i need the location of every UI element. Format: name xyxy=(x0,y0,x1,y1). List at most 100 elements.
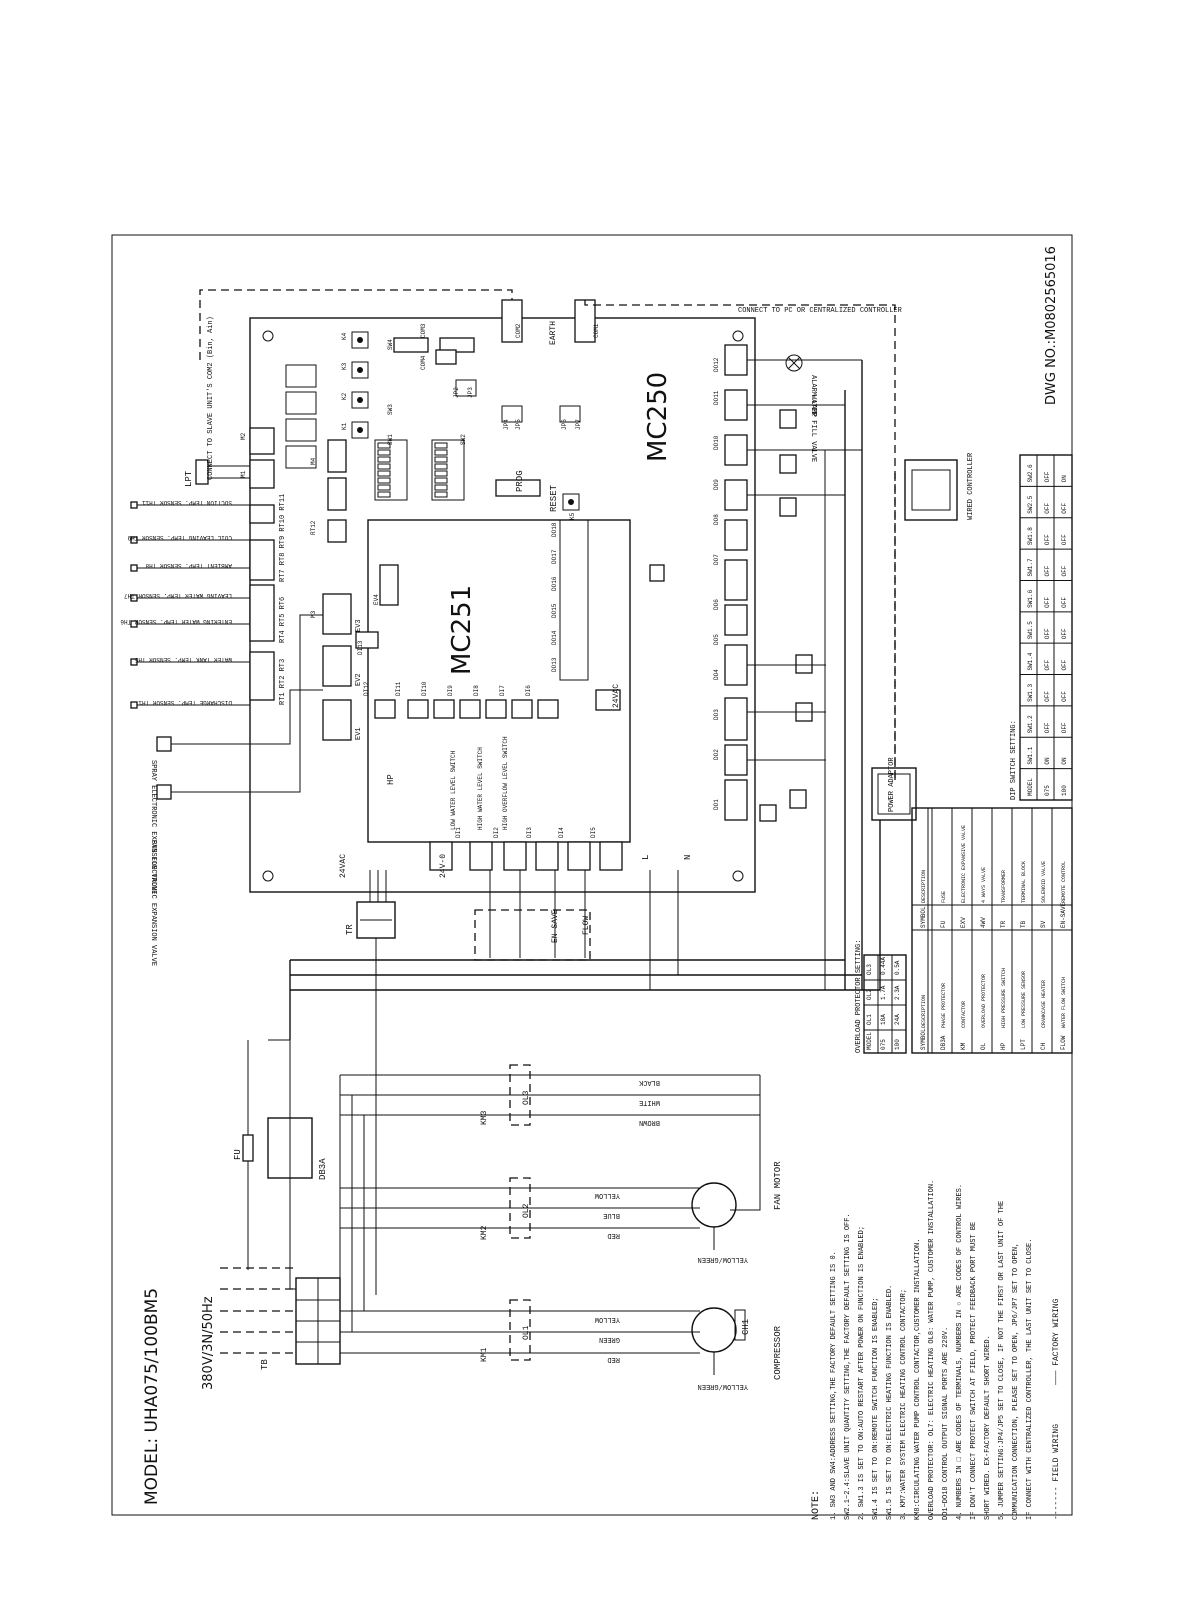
overload-cell: 0.44A xyxy=(880,957,887,975)
ev1-label: EV1 xyxy=(355,727,363,740)
dip-cell: OFF xyxy=(1044,565,1051,576)
dip-cell: OFF xyxy=(1061,722,1068,733)
overload-cell: 1.7A xyxy=(880,985,887,1000)
wire-color-km3-2: WHITE xyxy=(639,1098,660,1106)
dip-cell: SW1.6 xyxy=(1027,589,1034,607)
wire-color-km1-3: RED xyxy=(607,1355,620,1363)
overload-cell: MODEL xyxy=(866,1032,873,1050)
overload-table xyxy=(863,954,907,1054)
legend-factory: ——— FACTORY WIRING xyxy=(1052,1298,1061,1386)
24v0-label: 24V-0 xyxy=(439,854,448,878)
dip-cell: OFF xyxy=(1044,471,1051,482)
compressor xyxy=(691,1307,746,1375)
24vac-label: 24VAC xyxy=(339,854,348,878)
symbol-desc-cell: DESCRIPTION xyxy=(921,870,927,903)
note-line: 5. JUMPER SETTING:JP4/JP5 SET TO CLOSE, … xyxy=(998,1201,1006,1520)
contactor-km2 xyxy=(340,1177,700,1239)
exv-symbols xyxy=(156,614,323,800)
do-label: DO12 xyxy=(713,357,720,372)
symbol-desc-cell: OVERLOAD PROTECTOR xyxy=(981,974,987,1028)
wire-color-km3-3: BROWN xyxy=(639,1118,660,1126)
dip-cell: OFF xyxy=(1061,503,1068,514)
connector-label: SW3 xyxy=(387,404,394,415)
note-line: SHORT WIRED. EX-FACTORY DEFAULT SHORT WI… xyxy=(984,1335,992,1520)
compressor-label: COMPRESSOR xyxy=(773,1325,783,1380)
wired-controller-label: WIRED CONTROLLER xyxy=(967,452,975,520)
connector-label: K5 xyxy=(569,512,576,520)
ol2-label: OL2 xyxy=(522,1203,531,1218)
transformer xyxy=(356,870,396,1295)
l-terminal-label: L xyxy=(641,855,651,860)
prog-label: PROG xyxy=(515,470,525,492)
dip-table xyxy=(1019,454,1073,801)
di-label: DI4 xyxy=(558,827,565,838)
water-fill-valve-label: WATER FILL VALVE xyxy=(809,395,817,462)
legend-field: ------- FIELD WIRING xyxy=(1052,1424,1061,1520)
connector-label: COM3 xyxy=(420,323,427,338)
connector-label: COM2 xyxy=(515,323,522,338)
symbol-desc-cell: ELECTRONIC EXPANSIVE VALVE xyxy=(961,825,967,903)
communication-lines xyxy=(199,289,896,780)
mounting-hole xyxy=(262,330,274,342)
dip-cell: SW2.5 xyxy=(1027,495,1034,513)
hp-label: HP xyxy=(386,774,396,785)
dip-cell: ON xyxy=(1061,475,1068,483)
notes-title: NOTE: xyxy=(811,1490,822,1520)
dwg-number: DWG NO.:M0802565016 xyxy=(1044,246,1059,405)
do-label: DO11 xyxy=(713,390,720,405)
dip-cell: SW1.4 xyxy=(1027,652,1034,670)
do-label: DO6 xyxy=(713,599,720,610)
wire-color-km2-1: YELLOW xyxy=(594,1191,620,1199)
alarm-lamp-symbol xyxy=(785,354,803,372)
dip-cell: MODEL xyxy=(1027,778,1034,796)
do-sub-label: DO18 xyxy=(551,522,558,537)
sensor-label: DISCHARGE TEMP. SENSOR TH1 xyxy=(138,699,232,706)
dip-cell: SW1.1 xyxy=(1027,746,1034,764)
overload-cell: 100 xyxy=(894,1039,901,1050)
do-label: DO7 xyxy=(713,554,720,565)
high-water-level-label: HIGH WATER LEVEL SWITCH xyxy=(477,747,484,830)
low-water-level-label: LOW WATER LEVEL SWITCH xyxy=(450,750,457,830)
model-title: MODEL: UHA075/100BM5 xyxy=(142,1288,162,1505)
connector-label: JP7 xyxy=(575,419,582,430)
fuse xyxy=(242,1040,254,1270)
note-line: SW1.4 IS SET TO ON:REMOTE SWITCH FUNCTIO… xyxy=(872,1297,880,1520)
wire-color-km3-1: BLACK xyxy=(638,1078,660,1086)
dip-cell: 100 xyxy=(1061,785,1068,796)
sensor-label: SUCTION TEMP. SENSOR TH11 xyxy=(142,499,232,506)
dip-cell: OFF xyxy=(1044,691,1051,702)
notes-block: 1. SW3 AND SW4:ADDRESS SETTING,THE FACTO… xyxy=(830,1180,1034,1520)
dip-cell: OFF xyxy=(1044,534,1051,545)
wire-color-km1-1: YELLOW xyxy=(594,1315,620,1323)
symbol-desc-cell: HIGH PRESSURE SWITCH xyxy=(1001,968,1007,1028)
di-label: DI5 xyxy=(590,827,597,838)
main-board-do-outputs xyxy=(724,344,748,821)
note-line: DO1~DO18 CONTROL OUTPUT SIGNAL PORTS ARE… xyxy=(942,1327,950,1520)
contactor-km1 xyxy=(340,1299,700,1361)
ch1-label: CH1 xyxy=(741,1319,751,1335)
do-label: DO3 xyxy=(713,709,720,720)
connect-slave-label: CONNECT TO SLAVE UNIT'S COM2 (Bin, Ain) xyxy=(207,316,215,480)
overload-table-cells: MODELOL1OL2OL307518A1.7A0.44A10024A2.3A0… xyxy=(866,957,901,1050)
wire-color-km1-2: GREEN xyxy=(599,1335,620,1343)
overload-cell: OL1 xyxy=(866,1014,873,1025)
ol3-label: OL3 xyxy=(522,1090,531,1105)
dip-cell: SW1.5 xyxy=(1027,621,1034,639)
connector-label: SW2 xyxy=(460,434,467,445)
overload-cell: 18A xyxy=(880,1014,887,1025)
di-sub-label: DI12 xyxy=(363,681,370,696)
lpt-sensor xyxy=(195,459,250,485)
note-line: OVERLOAD PROTECTOR: OL7: ELECTRIC HEATIN… xyxy=(928,1180,936,1520)
symbol-desc-cell: TRANSFORMER xyxy=(1001,870,1007,903)
connector-label: M1 xyxy=(240,470,247,478)
symbol-cell: FLOW xyxy=(1060,1035,1067,1050)
connector-label: COM4 xyxy=(420,355,427,370)
power-adaptor xyxy=(871,767,917,821)
power-bus-lines xyxy=(290,359,881,991)
symbol-cell: DB3A xyxy=(940,1035,947,1050)
dip-cell: ON xyxy=(1061,757,1068,765)
do-label: DO5 xyxy=(713,634,720,645)
flow-label: FLOW xyxy=(582,916,591,935)
wired-controller xyxy=(904,459,958,521)
